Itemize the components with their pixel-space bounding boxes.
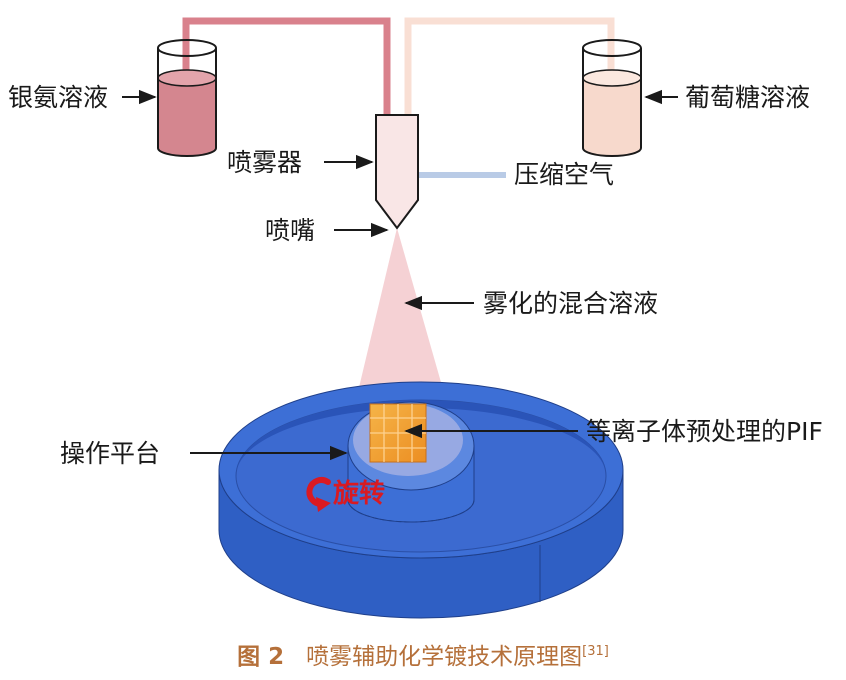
- glucose-tube: [404, 17, 615, 115]
- pointer-arrows: [122, 89, 678, 461]
- caption-title: 喷雾辅助化学镀技术原理图: [306, 644, 582, 670]
- label-pif: 等离子体预处理的PIF: [586, 417, 823, 446]
- silver-tube: [182, 17, 391, 115]
- rotation-label: 旋转: [333, 479, 385, 509]
- rotation-arrow-icon: [306, 477, 331, 512]
- pif-sample: [369, 403, 427, 463]
- figure-caption: 图 2 喷雾辅助化学镀技术原理图[31]: [237, 644, 609, 670]
- rotating-dish: [218, 381, 624, 619]
- label-nozzle: 喷嘴: [265, 216, 315, 245]
- label-platform: 操作平台: [60, 439, 160, 468]
- label-compressed-air: 压缩空气: [514, 160, 614, 189]
- label-silver-ammonia: 银氨溶液: [8, 83, 108, 112]
- label-glucose: 葡萄糖溶液: [685, 83, 810, 112]
- label-mixed-spray: 雾化的混合溶液: [483, 289, 658, 318]
- label-atomizer: 喷雾器: [227, 148, 302, 177]
- atomizer: [375, 114, 419, 230]
- caption-reference: [31]: [582, 644, 609, 659]
- glucose-beaker: [582, 39, 642, 157]
- caption-number: 图 2: [237, 644, 284, 670]
- silver-ammonia-beaker: [157, 39, 217, 157]
